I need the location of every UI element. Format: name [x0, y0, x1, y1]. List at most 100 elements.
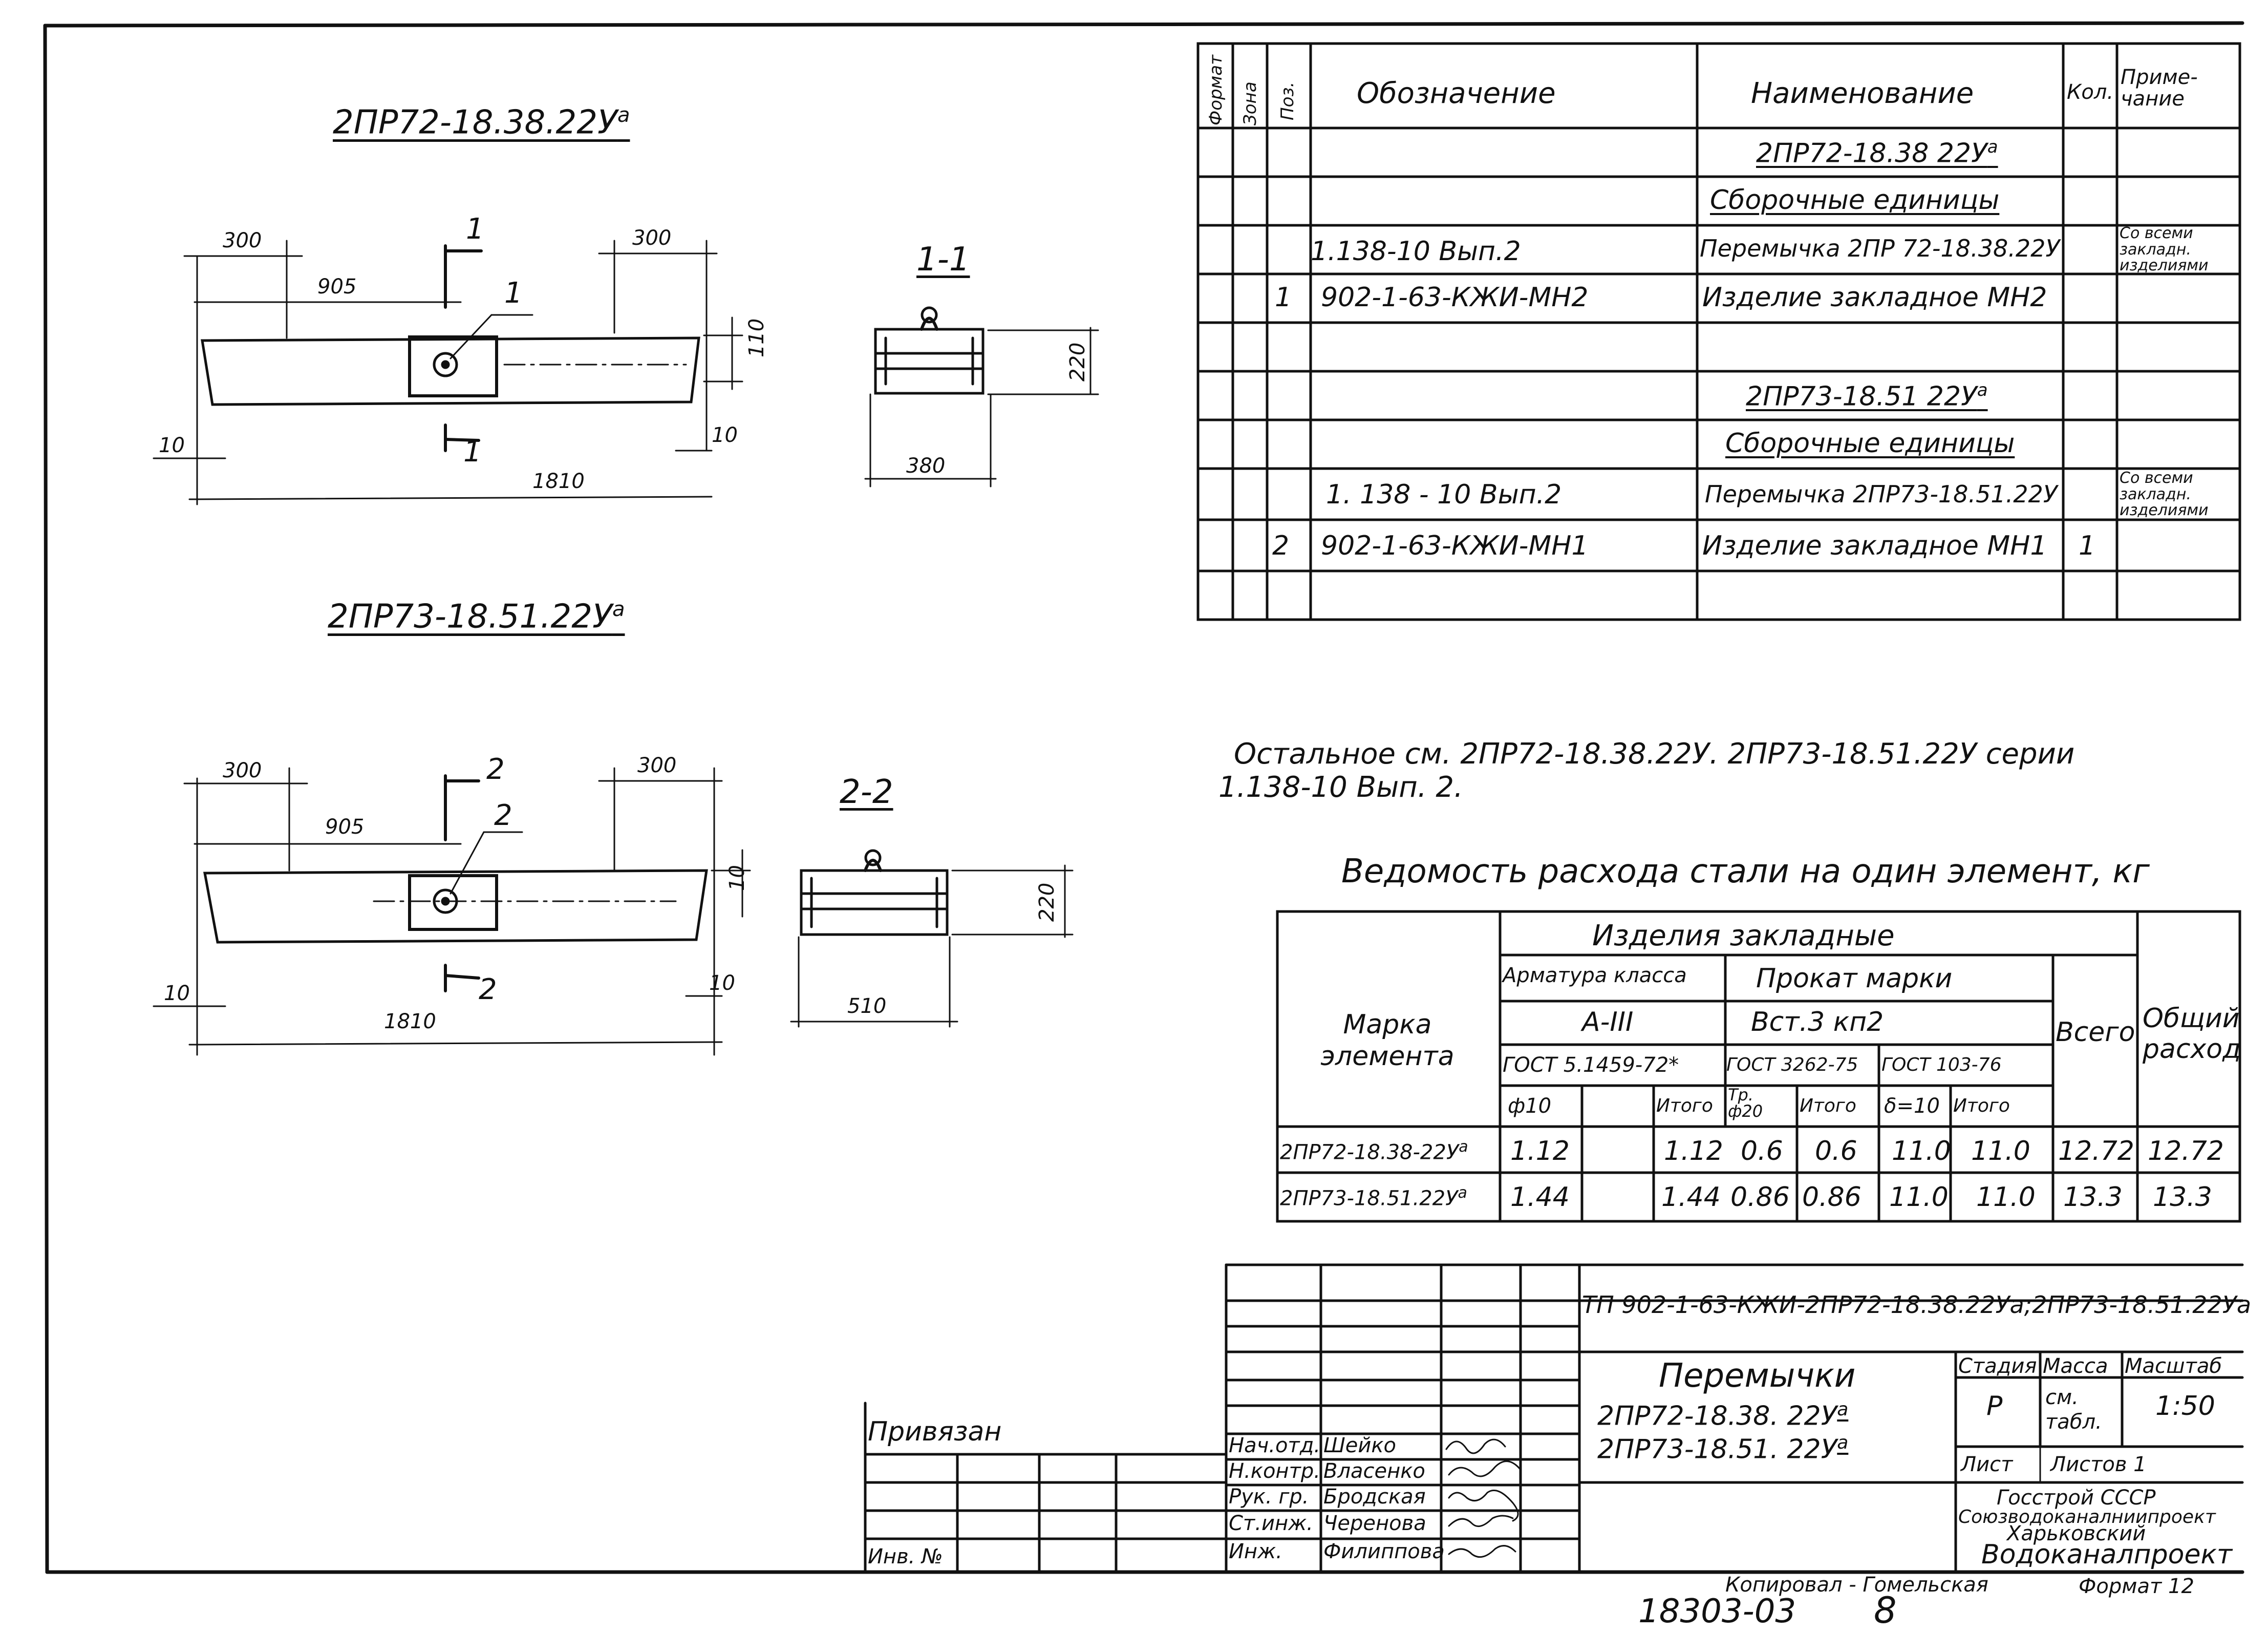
titleblock-inv-no: Инв. №	[868, 1545, 943, 1568]
note-line-1: Остальное см. 2ПР72-18.38.22У. 2ПР73-18.…	[1234, 737, 2075, 771]
spec-header-format: Формат	[1206, 55, 1226, 125]
spec-row-5-name-text: 2ПР73-18.51 22У	[1746, 381, 1977, 412]
titleblock-privyazan: Привязан	[868, 1416, 1002, 1447]
steel-row-0-mark: 2ПР72-18.38-22Уа	[1280, 1138, 1468, 1163]
spec-row-0-name-sup: а	[1987, 137, 1998, 157]
steel-row-0-sup: а	[1459, 1138, 1468, 1156]
steel-row-0-d10: 1.12	[1510, 1136, 1570, 1167]
dim-10-vertical-2: 10	[725, 865, 749, 891]
name-norm-control: Власенко	[1323, 1459, 1425, 1483]
spec-row-7-name: Перемычка 2ПР73-18.51.22У	[1705, 480, 2058, 508]
steel-header-itogo-2: Итого	[1800, 1095, 1856, 1116]
steel-row-0-itogo-2: 0.6	[1815, 1136, 1857, 1167]
position-mark-2: 2	[494, 799, 512, 832]
titleblock-sheets-header: Листов 1	[2050, 1453, 2147, 1476]
spec-row-6-name: Сборочные единицы	[1725, 428, 2015, 459]
steel-grid	[1276, 910, 2241, 1223]
steel-row-0-tr: 0.6	[1741, 1136, 1783, 1167]
steel-row-0-total: 12.72	[2058, 1136, 2134, 1167]
footer-page-number: 8	[1874, 1589, 1897, 1631]
drawing-1-title-text: 2ПР72-18.38.22У	[333, 103, 617, 142]
section-1-height: 220	[1066, 342, 1089, 381]
spec-row-8-name: Изделие закладное МН1	[1702, 531, 2047, 561]
steel-row-1-sup: а	[1458, 1184, 1467, 1202]
section-mark-top-2: 2	[486, 753, 505, 786]
steel-row-1-total: 13.3	[2063, 1182, 2123, 1213]
spec-row-0-name: 2ПР72-18.38 22Уа	[1756, 138, 1998, 166]
titleblock-org-3: Харьковский	[2007, 1522, 2146, 1545]
spec-row-7-designation: 1. 138 - 10 Вып.2	[1326, 479, 1562, 510]
dim-300-left-1: 300	[223, 229, 262, 252]
steel-header-grade: Вст.3 кп2	[1751, 1007, 1884, 1037]
dim-300-right-1: 300	[632, 226, 672, 250]
steel-row-0-itogo-1: 1.12	[1664, 1136, 1723, 1167]
steel-header-itogo-1: Итого	[1656, 1095, 1713, 1116]
titleblock-name-line-2-text: 2ПР72-18.38. 22У	[1597, 1401, 1837, 1432]
footer-copied-by: Копировал - Гомельская	[1725, 1573, 1988, 1597]
titleblock-scale-header: Масштаб	[2125, 1354, 2222, 1378]
steel-table-title: Ведомость расхода стали на один элемент,…	[1341, 853, 2150, 890]
titleblock-name-line-2: 2ПР72-18.38. 22Уа	[1597, 1399, 1849, 1432]
steel-header-rolled: Прокат марки	[1756, 963, 1953, 994]
titleblock-name-line-3-text: 2ПР73-18.51. 22У	[1597, 1434, 1837, 1465]
position-mark-1: 1	[504, 277, 523, 310]
steel-row-1-d10: 1.44	[1510, 1182, 1570, 1213]
dim-905-1: 905	[317, 275, 357, 299]
spec-header-pos: Поз.	[1277, 81, 1298, 120]
steel-row-1-itogo-2: 0.86	[1802, 1182, 1862, 1213]
spec-row-8-designation: 902-1-63-КЖИ-МН1	[1321, 531, 1589, 561]
steel-row-1-overall: 13.3	[2153, 1182, 2212, 1213]
steel-header-rebar: Арматура класса	[1503, 964, 1687, 987]
steel-header-embedded: Изделия закладные	[1592, 919, 1895, 952]
spec-row-3-pos: 1	[1275, 282, 1292, 313]
section-2-title: 2-2	[840, 773, 893, 811]
dim-10-right-1: 10	[712, 423, 738, 447]
name-group-leader: Бродская	[1323, 1485, 1426, 1509]
beam-elevation-1	[153, 240, 743, 505]
steel-header-gost-1: ГОСТ 5.1459-72*	[1503, 1053, 1679, 1077]
spec-header-note: Приме-чание	[2121, 66, 2198, 111]
dim-1810-1: 1810	[532, 470, 585, 493]
section-2-width: 510	[847, 994, 887, 1018]
titleblock-org-1: Госстрой СССР	[1997, 1486, 2156, 1510]
steel-header-tr: Тр. ф20	[1728, 1085, 1763, 1121]
steel-header-total: Всего	[2056, 1017, 2135, 1048]
titleblock-stage: Р	[1986, 1391, 2003, 1422]
name-senior-engineer: Черенова	[1323, 1512, 1426, 1535]
spec-row-3-name: Изделие закладное МН2	[1702, 282, 2047, 313]
footer-format: Формат 12	[2079, 1575, 2194, 1598]
spec-row-2-designation: 1.138-10 Вып.2	[1311, 236, 1521, 267]
steel-header-d10: ф10	[1508, 1094, 1552, 1118]
section-1-width: 380	[906, 454, 946, 478]
steel-header-overall: Общий расход	[2143, 1003, 2241, 1065]
spec-row-5-name-sup: а	[1977, 380, 1988, 400]
section-2-2	[790, 849, 1074, 1028]
note-line-2: 1.138-10 Вып. 2.	[1218, 771, 1463, 804]
titleblock-org-4: Водоканалпроект	[1981, 1539, 2233, 1570]
titleblock-name-line-2-sup: а	[1837, 1399, 1849, 1420]
steel-row-0-delta: 11.0	[1892, 1136, 1951, 1167]
dim-300-left-2: 300	[223, 759, 262, 782]
steel-row-1-itogo-3: 11.0	[1976, 1182, 2036, 1213]
steel-row-1-mark-text: 2ПР73-18.51.22У	[1280, 1186, 1458, 1211]
section-mark-bottom-2: 2	[479, 973, 497, 1006]
spec-row-8-qty: 1	[2079, 531, 2096, 561]
spec-header-qty: Кол.	[2067, 80, 2114, 104]
section-1-title: 1-1	[916, 241, 970, 279]
titleblock-name-line-3: 2ПР73-18.51. 22Уа	[1597, 1432, 1849, 1465]
sheet-frame	[43, 21, 2244, 1574]
titleblock-sheet-header: Лист	[1961, 1453, 2013, 1476]
spec-grid	[1196, 42, 2241, 621]
spec-row-2-name: Перемычка 2ПР 72-18.38.22У	[1700, 235, 2060, 262]
section-1-1	[864, 306, 1099, 487]
steel-header-delta: δ=10	[1884, 1094, 1940, 1118]
titleblock-name-line-3-sup: а	[1837, 1432, 1849, 1453]
drawing-2-title-text: 2ПР73-18.51.22У	[328, 598, 612, 636]
dim-10-right-2: 10	[709, 971, 735, 995]
section-2-height: 220	[1035, 882, 1059, 922]
role-group-leader: Рук. гр.	[1229, 1485, 1309, 1509]
role-engineer: Инж.	[1229, 1540, 1282, 1563]
beam-elevation-2	[153, 767, 751, 1056]
steel-header-class: А-III	[1582, 1007, 1634, 1037]
